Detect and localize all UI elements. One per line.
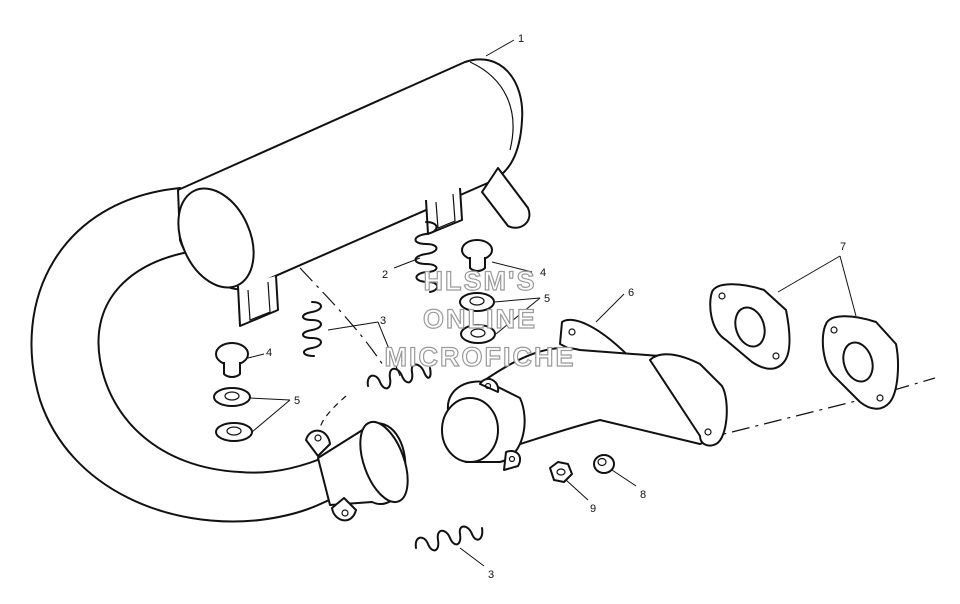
watermark-line-2: ONLINE — [423, 304, 537, 334]
pipe-socket-end — [305, 420, 409, 522]
callout-4-right: 4 — [540, 267, 546, 279]
callout-7: 7 — [840, 241, 846, 253]
spring-part-3-vertical — [302, 301, 322, 357]
gasket-part-7-rear — [821, 315, 899, 410]
muffler — [177, 58, 531, 327]
washers-part-5-right — [459, 292, 496, 344]
nut-part-9 — [549, 461, 573, 483]
callout-8: 8 — [640, 489, 646, 501]
callout-3-middle: 3 — [380, 315, 386, 327]
callout-4-left: 4 — [266, 347, 272, 359]
leader-lines — [247, 39, 857, 567]
watermark-line-3: MICROFICHE — [385, 342, 576, 372]
gasket-part-7-front — [709, 283, 791, 370]
spring-part-2 — [414, 221, 439, 293]
washers-part-5-left — [213, 387, 253, 442]
callout-2: 2 — [382, 269, 388, 281]
spring-part-3-bottom — [414, 525, 484, 552]
grommet-part-4-left — [215, 342, 249, 378]
spacer-part-8 — [593, 454, 615, 474]
callout-5-right: 5 — [544, 293, 550, 305]
watermark-line-1: HLSM'S — [424, 266, 537, 296]
callout-5-left: 5 — [294, 395, 300, 407]
callout-3-bottom: 3 — [488, 569, 494, 581]
exhaust-manifold-part-6 — [441, 318, 728, 471]
grommet-part-4-right — [461, 239, 493, 272]
callout-9: 9 — [590, 503, 596, 515]
callout-1: 1 — [518, 33, 524, 45]
callout-labels: 1 2 3 3 4 4 5 5 6 7 8 9 — [266, 33, 846, 581]
spring-part-3-horizontal — [319, 363, 432, 429]
callout-6: 6 — [628, 287, 634, 299]
watermark: HLSM'S ONLINE MICROFICHE — [384, 265, 576, 372]
